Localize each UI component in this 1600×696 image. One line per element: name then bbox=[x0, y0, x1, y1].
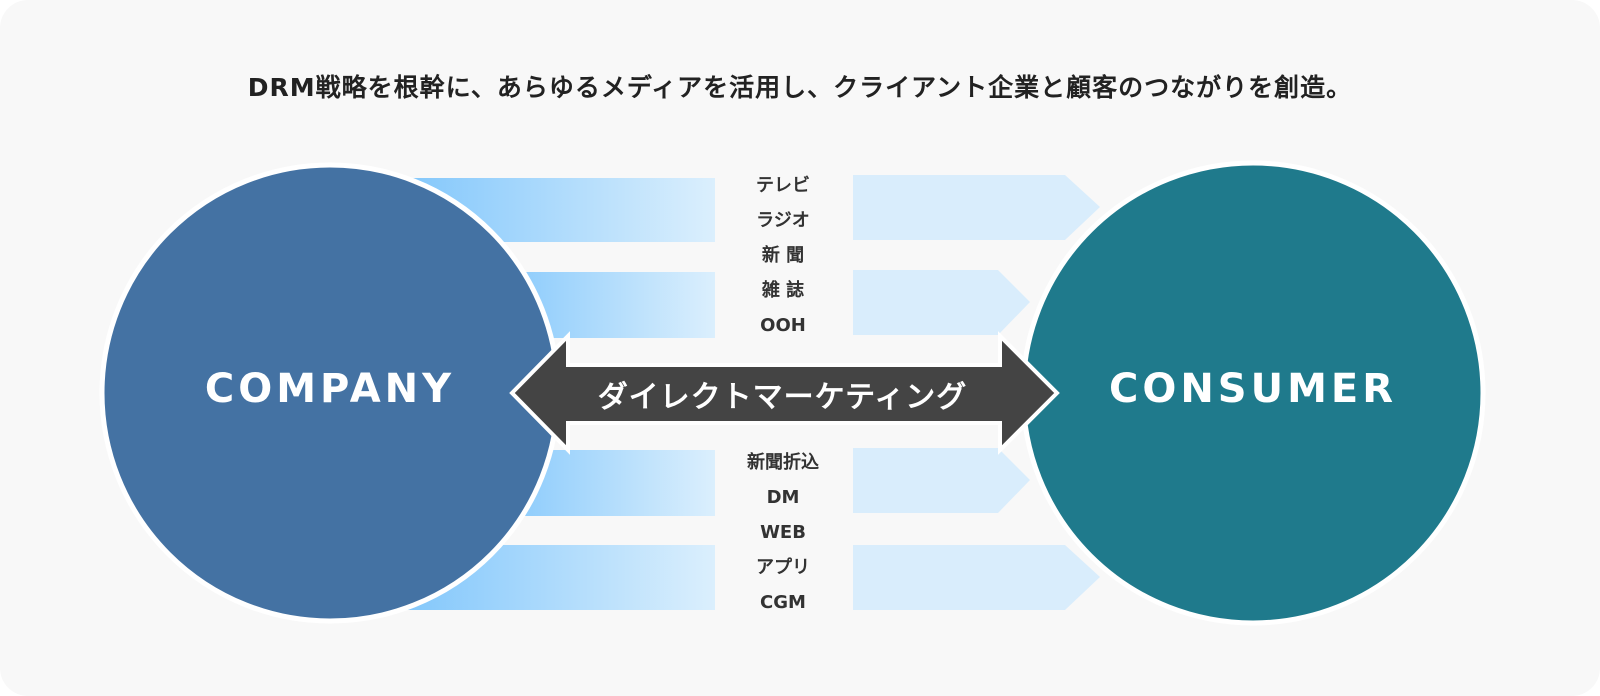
media-list-bottom: 新聞折込 DM WEB アプリ CGM bbox=[720, 445, 846, 620]
headline: DRM戦略を根幹に、あらゆるメディアを活用し、クライアント企業と顧客のつながりを… bbox=[247, 73, 1353, 102]
media-item: OOH bbox=[760, 315, 806, 336]
media-item: テレビ bbox=[756, 175, 810, 196]
right-band-arrow-4 bbox=[853, 545, 1100, 610]
double-arrow bbox=[509, 331, 1060, 455]
right-band-arrow-2 bbox=[853, 270, 1030, 335]
consumer-label: CONSUMER bbox=[1108, 366, 1398, 412]
media-item: WEB bbox=[760, 522, 806, 543]
company-label: COMPANY bbox=[204, 366, 456, 412]
right-band-arrow-1 bbox=[853, 175, 1100, 240]
media-item: 雑 誌 bbox=[761, 280, 805, 301]
media-list-top: テレビ ラジオ 新 聞 雑 誌 OOH bbox=[720, 168, 846, 343]
media-item: CGM bbox=[760, 592, 806, 613]
media-item: DM bbox=[766, 487, 800, 508]
right-band-arrow-3 bbox=[853, 448, 1030, 513]
media-item: 新聞折込 bbox=[747, 452, 819, 473]
media-item: 新 聞 bbox=[761, 245, 805, 266]
media-item: ラジオ bbox=[756, 210, 810, 231]
arrow-label: ダイレクトマーケティング bbox=[597, 380, 968, 415]
media-item: アプリ bbox=[756, 557, 810, 578]
